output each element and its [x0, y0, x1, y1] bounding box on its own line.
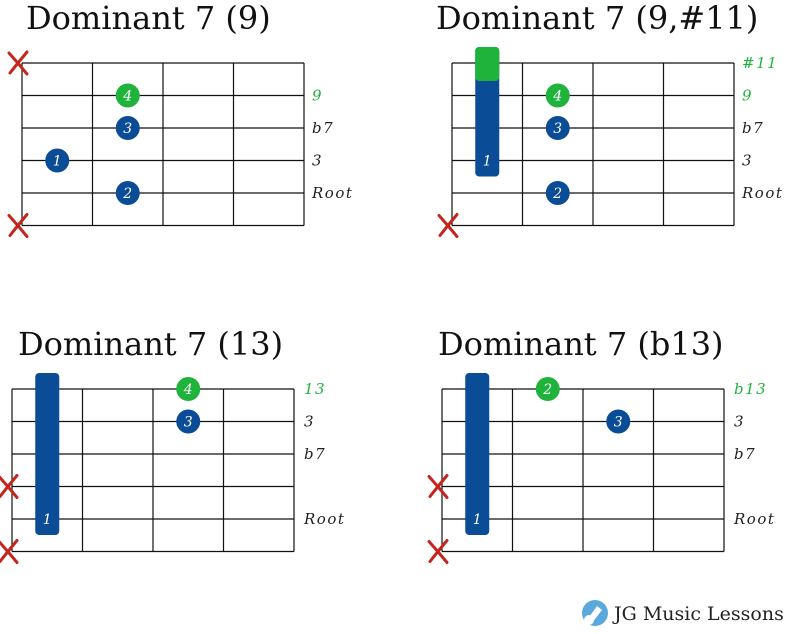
dot-circle	[115, 116, 140, 140]
interval-label: 3	[742, 152, 753, 170]
dot-circle	[545, 83, 570, 108]
guitar-pick-icon	[582, 600, 608, 626]
interval-label: b13	[734, 380, 767, 398]
finger-number: 4	[552, 89, 562, 105]
finger-dot: 1	[45, 148, 70, 173]
interval-label: 9	[742, 87, 753, 105]
barre: 1	[35, 373, 60, 535]
dot-circle	[545, 181, 570, 205]
interval-label: 3	[312, 152, 323, 170]
muted-string-icon	[7, 213, 29, 238]
finger-dot: 3	[176, 409, 201, 434]
chord-title: Dominant 7 (b13)	[438, 325, 724, 363]
interval-label: b7	[312, 119, 334, 137]
finger-dot: 2	[545, 181, 570, 205]
finger-dot: 2	[535, 377, 560, 401]
barre: 1	[465, 373, 490, 535]
x-stroke	[0, 474, 19, 498]
interval-label: 9	[312, 87, 323, 105]
x-stroke	[428, 539, 449, 563]
barre-bar	[35, 373, 60, 535]
x-stroke	[8, 50, 29, 75]
finger-number: 1	[473, 512, 482, 528]
finger-number: 3	[614, 415, 623, 431]
finger-dot: 4	[115, 83, 140, 108]
finger-dot: 3	[606, 409, 631, 434]
finger-number: 1	[483, 154, 492, 170]
interval-label: 3	[734, 413, 745, 431]
x-stroke	[0, 539, 19, 563]
dot-circle	[115, 83, 140, 108]
dot-circle	[606, 409, 631, 434]
finger-number: 2	[542, 382, 552, 398]
muted-string-icon	[0, 474, 19, 499]
muted-string-icon	[0, 539, 19, 564]
finger-number: 2	[122, 186, 132, 202]
finger-number: 1	[53, 154, 62, 170]
chord-title: Dominant 7 (9,#11)	[436, 0, 758, 37]
dot-circle	[545, 116, 570, 140]
interval-label: b7	[304, 445, 326, 463]
interval-label: Root	[741, 184, 783, 202]
finger-dot: 2	[115, 181, 140, 205]
interval-label: #11	[742, 54, 778, 72]
dot-circle	[535, 377, 560, 401]
dot-circle	[176, 377, 201, 401]
finger-dot: 3	[115, 116, 140, 140]
muted-string-icon	[437, 213, 459, 238]
finger-number: 3	[123, 121, 132, 137]
chord-title: Dominant 7 (13)	[18, 325, 283, 363]
finger-number: 3	[553, 121, 562, 137]
interval-label: Root	[303, 510, 345, 528]
interval-label: b7	[734, 445, 756, 463]
logo-body	[584, 615, 594, 625]
barre-green-cap	[475, 47, 500, 81]
finger-dot: 3	[545, 116, 570, 140]
finger-dot: 4	[176, 377, 201, 401]
interval-label: Root	[311, 184, 353, 202]
dot-circle	[45, 148, 70, 173]
barre-bar	[465, 373, 490, 535]
interval-label: b7	[742, 119, 764, 137]
interval-label: 13	[304, 380, 326, 398]
interval-label: 3	[304, 413, 315, 431]
barre: 1	[475, 47, 500, 177]
muted-string-icon	[7, 50, 29, 76]
finger-number: 2	[552, 186, 562, 202]
finger-number: 1	[43, 512, 52, 528]
brand-name: JG Music Lessons	[612, 603, 784, 625]
x-stroke	[8, 213, 29, 237]
dot-circle	[115, 181, 140, 205]
x-stroke	[438, 213, 459, 237]
interval-label: Root	[733, 510, 775, 528]
chord-title: Dominant 7 (9)	[26, 0, 271, 37]
finger-dot: 4	[545, 83, 570, 108]
muted-string-icon	[427, 474, 449, 499]
brand: JG Music Lessons	[582, 600, 784, 626]
muted-string-icon	[427, 539, 449, 564]
dot-circle	[176, 409, 201, 434]
finger-number: 4	[183, 382, 193, 398]
x-stroke	[428, 474, 449, 498]
finger-number: 3	[184, 415, 193, 431]
finger-number: 4	[122, 89, 132, 105]
